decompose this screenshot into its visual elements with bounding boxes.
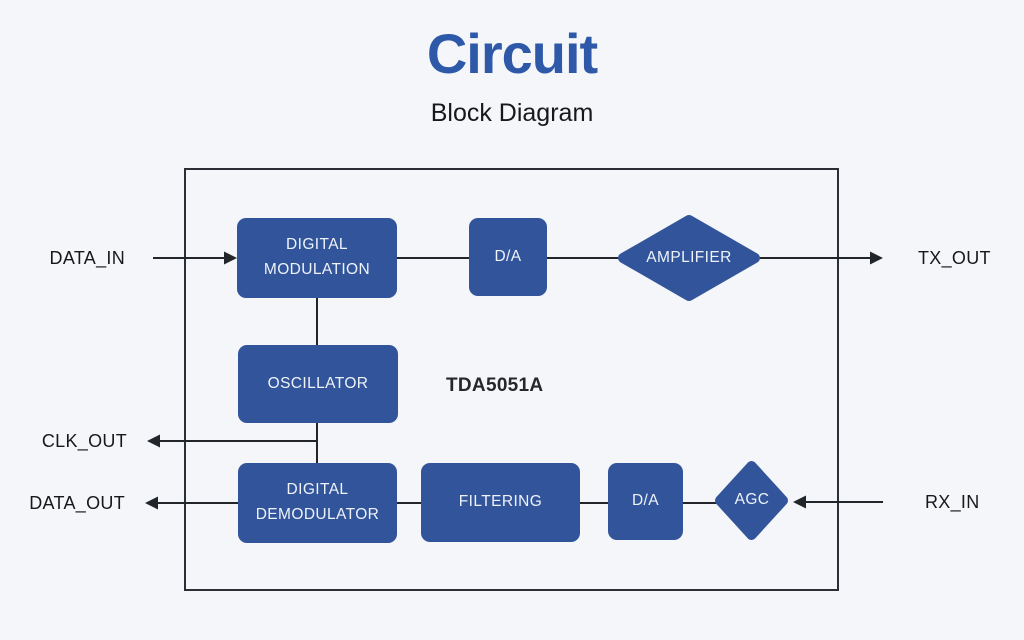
block-filtering: FILTERING	[421, 463, 580, 542]
port-label-tx-out: TX_OUT	[918, 248, 991, 268]
block-amplifier-label: AMPLIFIER	[646, 249, 732, 266]
port-label-clk-out: CLK_OUT	[41, 431, 127, 451]
block-agc-label: AGC	[734, 491, 770, 508]
chip-boundary-box	[184, 168, 839, 591]
block-oscillator-label: OSCILLATOR	[267, 374, 369, 392]
block-da-transmit-label: D/A	[494, 247, 522, 265]
port-label-data-in: DATA_IN	[49, 248, 125, 268]
block-digital-modulation: DIGITAL MODULATION	[237, 218, 397, 298]
arrowhead-data-out	[145, 496, 158, 510]
arrowhead-clk-out	[147, 434, 160, 448]
agc-diamond	[715, 461, 788, 540]
block-filtering-label: FILTERING	[458, 493, 543, 511]
block-da-receive: D/A	[608, 463, 683, 540]
page-title: Circuit	[426, 22, 598, 85]
block-da-transmit: D/A	[469, 218, 547, 296]
page-subtitle: Block Diagram	[430, 99, 594, 127]
block-oscillator: OSCILLATOR	[238, 345, 398, 423]
arrowhead-tx-out	[870, 251, 883, 265]
port-label-data-out: DATA_OUT	[29, 493, 125, 513]
amplifier-diamond	[618, 215, 760, 301]
arrowhead-rx-in	[793, 495, 806, 509]
block-digital-demodulator: DIGITAL DEMODULATOR	[238, 463, 397, 543]
arrowhead-data-in	[224, 251, 237, 265]
block-digital-modulation-label: DIGITAL MODULATION	[263, 236, 371, 278]
block-digital-demodulator-label: DIGITAL DEMODULATOR	[255, 481, 380, 523]
port-label-rx-in: RX_IN	[925, 492, 980, 512]
chip-part-number: TDA5051A	[446, 375, 544, 396]
block-da-receive-label: D/A	[631, 492, 660, 510]
